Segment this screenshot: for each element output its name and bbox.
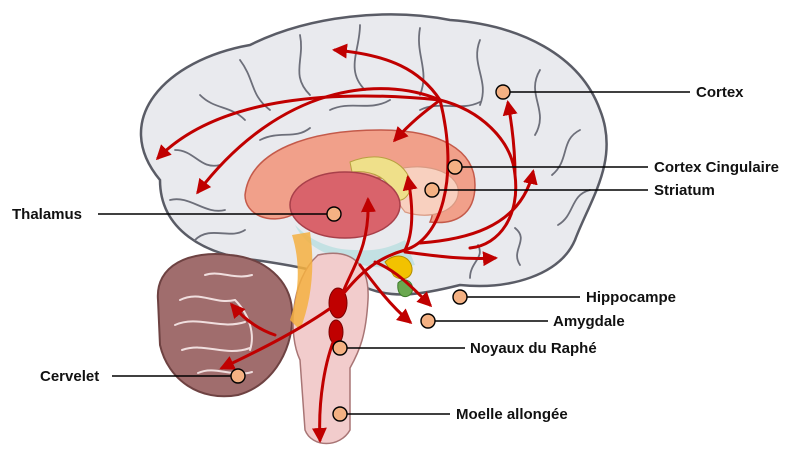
label-cervelet: Cervelet <box>40 368 99 385</box>
marker-cortex-cingulaire <box>448 160 462 174</box>
marker-striatum <box>425 183 439 197</box>
brain-illustration <box>141 14 607 443</box>
label-cortex-cingulaire: Cortex Cingulaire <box>654 159 779 176</box>
marker-noyaux-du-raphe <box>333 341 347 355</box>
label-thalamus: Thalamus <box>12 206 82 223</box>
label-moelle-allongee: Moelle allongée <box>456 406 568 423</box>
cerebellum-shape <box>158 254 292 396</box>
marker-cervelet <box>231 369 245 383</box>
marker-hippocampe <box>453 290 467 304</box>
label-amygdale: Amygdale <box>553 313 625 330</box>
marker-cortex <box>496 85 510 99</box>
label-hippocampe: Hippocampe <box>586 289 676 306</box>
label-striatum: Striatum <box>654 182 715 199</box>
marker-amygdale <box>421 314 435 328</box>
label-cortex: Cortex <box>696 84 744 101</box>
marker-thalamus <box>327 207 341 221</box>
thalamus-shape <box>290 172 400 238</box>
marker-moelle-allongee <box>333 407 347 421</box>
label-noyaux-du-raphe: Noyaux du Raphé <box>470 340 597 357</box>
